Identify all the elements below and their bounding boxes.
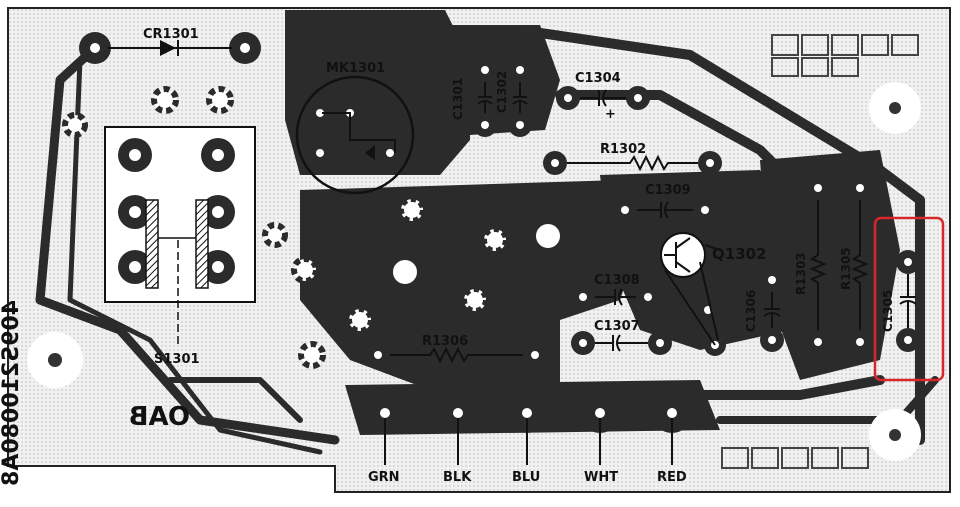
label-c1309: C1309	[645, 183, 691, 198]
s1301-switch-footprint	[104, 126, 256, 345]
label-s1301: S1301	[154, 352, 200, 367]
pads	[62, 32, 920, 433]
wire-label-grn: GRN	[368, 470, 400, 485]
label-c1308: C1308	[594, 273, 640, 288]
label-c1307: C1307	[594, 319, 640, 334]
mounting-holes	[27, 82, 921, 461]
label-c1304: C1304	[575, 71, 621, 86]
label-q1302: Q1302	[712, 245, 767, 263]
lot-code-marks	[721, 34, 919, 469]
reference-labels: CR1301 MK1301 C1301 C1302 C1304 + R1302 …	[143, 27, 895, 367]
label-c1302: C1302	[495, 71, 509, 113]
wire-label-red: RED	[657, 470, 687, 485]
label-mk1301: MK1301	[326, 61, 385, 76]
cr1301-diode-symbol	[108, 40, 232, 56]
label-c1306: C1306	[744, 290, 758, 332]
label-r1303: R1303	[794, 252, 808, 295]
label-r1306: R1306	[422, 334, 468, 349]
mk1301-microphone-footprint	[295, 75, 415, 195]
wire-label-blu: BLU	[512, 470, 540, 485]
c1305-highlight-box	[873, 216, 945, 382]
label-c1305: C1305	[881, 290, 895, 332]
wire-label-wht: WHT	[584, 470, 618, 485]
label-cr1301: CR1301	[143, 27, 199, 42]
wire-label-blk: BLK	[443, 470, 472, 485]
wire-labels: GRN BLK BLU WHT RED	[368, 470, 687, 485]
polarity-plus: +	[605, 107, 616, 122]
label-c1301: C1301	[451, 78, 465, 120]
label-r1302: R1302	[600, 142, 646, 157]
revision-mark: OAB	[129, 402, 190, 432]
label-r1305: R1305	[839, 247, 853, 290]
board-id: 409S210080A8	[0, 300, 24, 486]
q1302-transistor-symbol	[660, 232, 721, 346]
component-symbols	[384, 82, 917, 465]
